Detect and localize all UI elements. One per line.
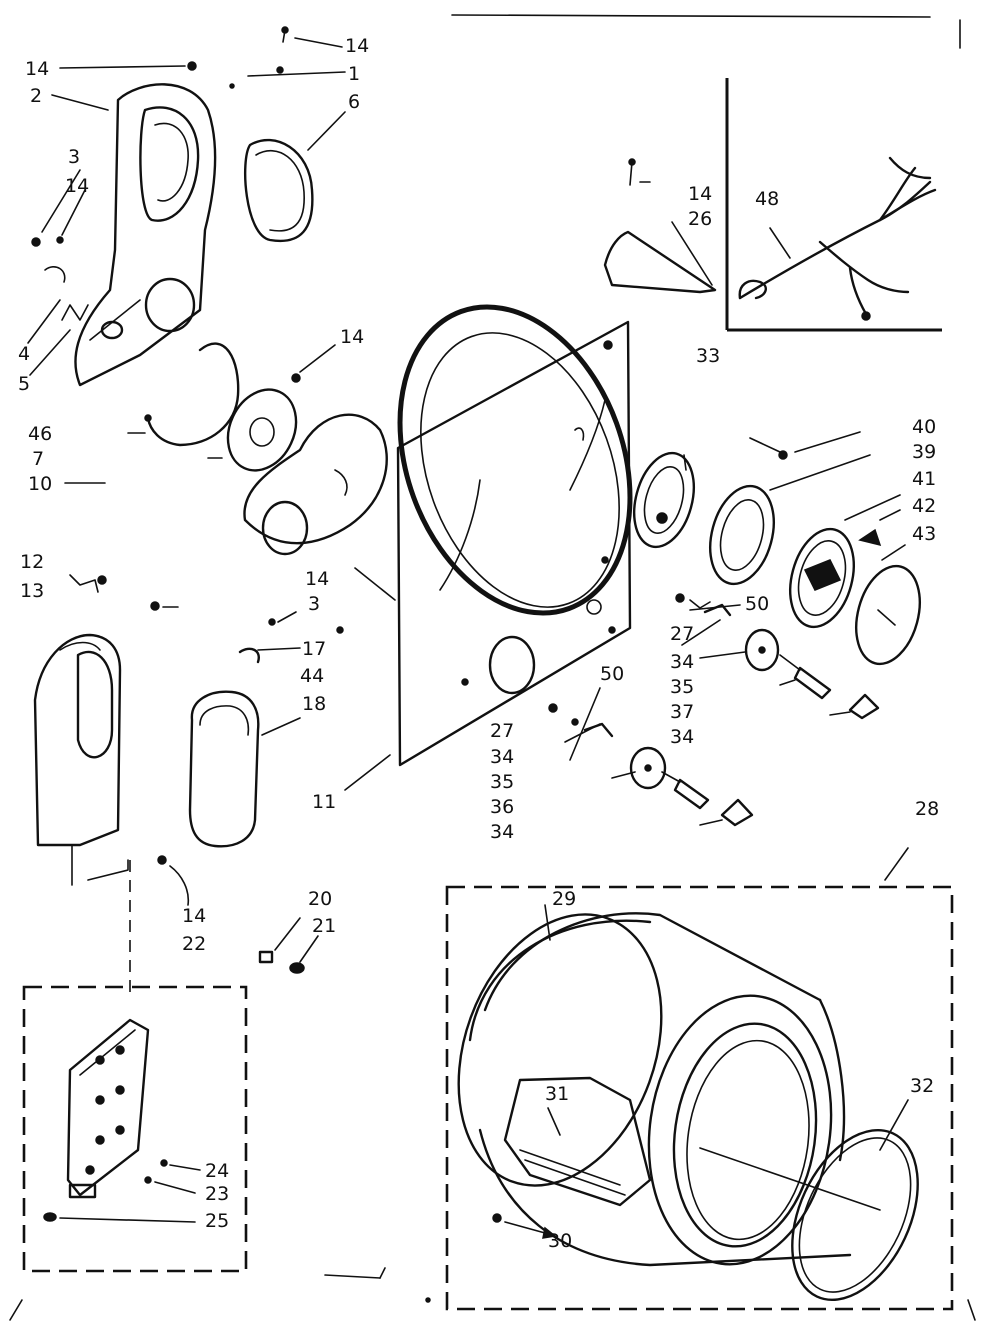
callout-labels: 14 14 1 6 2 3 14 4 5 14 46 7 10 12 13 14… [18,35,939,1252]
label-46: 46 [28,423,52,445]
wire-harness-inset [451,14,961,332]
label-22: 22 [182,933,206,955]
blower-housing [51,61,217,387]
label-14: 14 [182,905,206,927]
label-14: 14 [65,175,89,197]
drum-roller-parts [548,593,880,827]
heater-assembly-box [22,860,248,1273]
label-50: 50 [600,663,624,685]
label-34: 34 [670,726,694,748]
label-34: 34 [490,821,514,843]
label-24: 24 [205,1160,229,1182]
fasteners-top [27,26,346,376]
label-35: 35 [670,676,694,698]
label-36: 36 [490,796,514,818]
label-28: 28 [915,798,939,820]
label-35: 35 [490,771,514,793]
label-41: 41 [912,468,936,490]
label-26: 26 [688,208,712,230]
label-33: 33 [696,345,720,367]
rear-bulkhead-panel [344,304,633,791]
label-31: 31 [545,1083,569,1105]
label-3: 3 [308,593,320,615]
label-39: 39 [912,441,936,463]
label-29: 29 [552,888,576,910]
exhaust-duct [33,574,190,906]
label-11: 11 [312,791,336,813]
bearing-assembly [633,431,921,666]
label-48: 48 [755,188,779,210]
seal-6 [244,111,346,243]
label-30: 30 [548,1230,572,1252]
label-14: 14 [25,58,49,80]
label-27: 27 [490,720,514,742]
label-2: 2 [30,85,42,107]
label-27: 27 [670,623,694,645]
label-1: 1 [348,63,360,85]
label-18: 18 [302,693,326,715]
label-14: 14 [345,35,369,57]
label-7: 7 [32,448,44,470]
label-44: 44 [300,665,324,687]
label-20: 20 [308,888,332,910]
label-14: 14 [305,568,329,590]
label-34: 34 [670,651,694,673]
thermostat-cover [603,158,717,294]
label-43: 43 [912,523,936,545]
label-50: 50 [745,593,769,615]
label-23: 23 [205,1183,229,1205]
label-37: 37 [670,701,694,723]
label-40: 40 [912,416,936,438]
blower-wheel-group [64,342,388,556]
label-14: 14 [340,326,364,348]
drum-assembly-box [445,847,954,1311]
label-21: 21 [312,915,336,937]
label-14: 14 [688,183,712,205]
lint-filter-group [188,611,344,974]
label-42: 42 [912,495,936,517]
label-10: 10 [28,473,52,495]
label-4: 4 [18,343,30,365]
label-34: 34 [490,746,514,768]
label-12: 12 [20,551,44,573]
label-13: 13 [20,580,44,602]
label-6: 6 [348,91,360,113]
label-25: 25 [205,1210,229,1232]
label-5: 5 [18,373,30,395]
label-3: 3 [68,146,80,168]
label-32: 32 [910,1075,934,1097]
label-17: 17 [302,638,326,660]
